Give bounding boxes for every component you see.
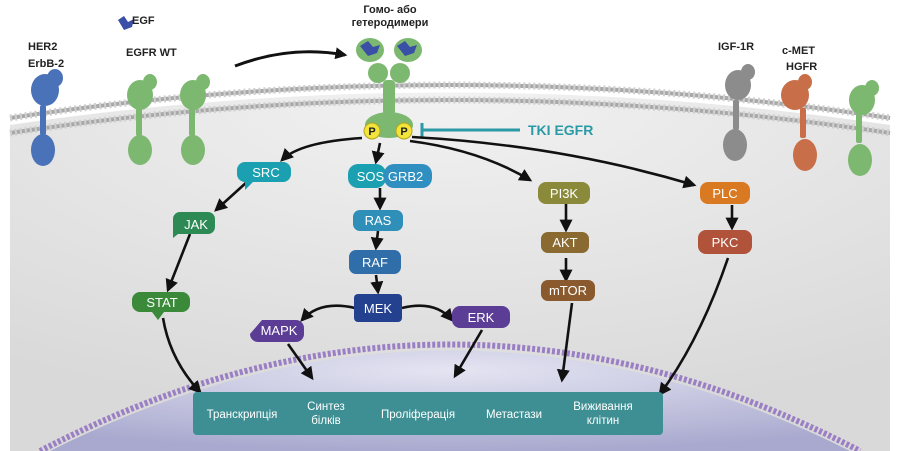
dimer-label-line1: Гомо- або [363,4,417,16]
svg-text:PI3K: PI3K [550,186,579,201]
node-jak: JAK [173,212,215,238]
outcome-survival-line2: клітин [587,415,619,427]
svg-text:P: P [400,126,407,138]
outcome-survival-line1: Виживання [573,401,633,413]
egfr-wt-receptor-1 [127,74,157,165]
erbb2-label: ErbB-2 [28,58,64,70]
her2-label: HER2 [28,41,57,53]
outcome-protein-line2: білків [311,415,341,427]
cmet-label: c-MET [782,45,815,57]
node-erk: ERK [452,306,510,328]
svg-text:mTOR: mTOR [549,283,587,298]
node-mek: MEK [354,294,402,322]
dimer-label-line2: гетеродимери [352,17,429,29]
egf-label: EGF [132,15,155,27]
igf1r-receptor [723,64,755,161]
cell-membrane-beads [9,81,891,122]
cytoplasm [10,92,890,451]
svg-text:MEK: MEK [364,301,393,316]
node-mapk: MAPK [250,320,304,342]
node-ras: RAS [353,210,403,231]
svg-text:STAT: STAT [146,295,177,310]
svg-text:P: P [368,126,375,138]
svg-text:RAS: RAS [365,213,392,228]
outcome-protein-line1: Синтез [307,401,345,413]
svg-text:RAF: RAF [362,255,388,270]
egfr-wt-label: EGFR WT [126,47,177,59]
node-sos-grb2: SOS GRB2 [348,164,432,188]
cell-membrane-beads-inner [9,96,891,137]
egfr-wt-receptor-2 [180,74,210,165]
outcome-bar [193,392,663,435]
nuclear-envelope [38,341,862,451]
dimerization-arrow [234,47,348,68]
svg-text:MAPK: MAPK [261,323,298,338]
phospho-site-left: P [363,122,381,140]
svg-text:SOS GRB2: SOS GRB2 [357,169,423,184]
node-akt: AKT [541,232,589,253]
cmet-receptor [781,74,817,171]
phospho-site-right: P [395,122,413,140]
outcome-proliferation: Проліферація [381,409,455,421]
svg-text:AKT: AKT [552,235,577,250]
svg-text:SRC: SRC [252,165,279,180]
node-pi3k: PI3K [538,182,590,204]
egf-bound-icons [360,41,417,56]
egfr-receptor-right [848,80,879,176]
svg-text:PKC: PKC [712,235,739,250]
node-stat: STAT [132,292,190,320]
pathway-arrows [161,135,739,397]
her2-receptor [31,69,63,166]
svg-text:ERK: ERK [468,310,495,325]
igf1r-label: IGF-1R [718,41,754,53]
svg-text:PLC: PLC [712,186,737,201]
node-raf: RAF [349,250,401,274]
node-mtor: mTOR [541,280,595,301]
svg-text:JAK: JAK [184,217,208,232]
tki-inhibition: TKI EGFR [420,122,593,138]
egf-ligand-icon [118,16,134,30]
node-pkc: PKC [698,230,752,254]
outcome-transcription: Транскрипція [207,409,278,421]
node-plc: PLC [700,182,750,204]
tki-egfr-label: TKI EGFR [528,122,593,138]
node-src: SRC [237,162,291,190]
hgfr-label: HGFR [786,61,817,73]
outcome-metastasis: Метастази [486,409,542,421]
